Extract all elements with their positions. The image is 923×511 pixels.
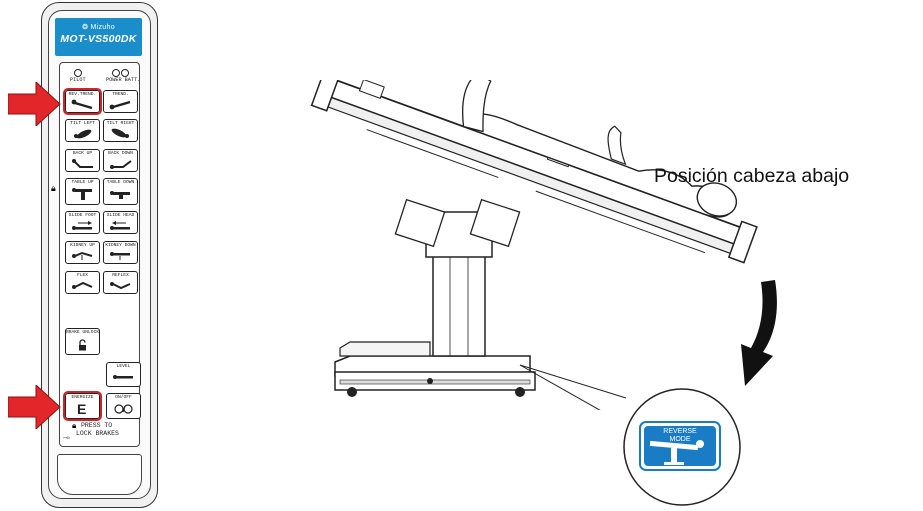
kidney-up-button[interactable]: KIDNEY UP — [65, 241, 100, 264]
table-down-button[interactable]: TABLE DOWN — [103, 178, 138, 205]
flex-button[interactable]: FLEX — [65, 271, 100, 294]
control-panel: PILOT POWER BATT. REV.TREND. TREND. TILT… — [51, 62, 141, 447]
flex-label: FLEX — [76, 273, 89, 278]
tilt-left-button[interactable]: TILT LEFT — [65, 119, 100, 142]
brand-plate: ❂ Mizuho MOT-VS500DK — [55, 18, 142, 56]
back-down-icon — [110, 160, 132, 169]
lock-icon: 🔒︎ — [51, 183, 56, 193]
table-up-label: TABLE UP — [71, 180, 94, 185]
brand-name: ❂ Mizuho — [82, 24, 115, 31]
tilt-left-icon — [74, 129, 92, 139]
slide-head-icon — [110, 221, 130, 230]
back-up-label: BACK UP — [72, 151, 93, 156]
trend-button[interactable]: TREND. — [103, 90, 138, 113]
slide-head-label: SLIDE HEAD — [106, 213, 135, 218]
lock-note-line2: LOCK BRAKES — [76, 430, 119, 437]
tilt-right-label: TILT RIGHT — [106, 121, 135, 126]
reflex-button[interactable]: REFLEX — [103, 271, 138, 294]
patient-arm — [607, 125, 627, 166]
back-down-label: BACK DOWN — [108, 151, 133, 156]
tabletop — [310, 80, 758, 264]
patient-feet — [461, 80, 492, 133]
level-label: LEVEL — [116, 364, 131, 369]
remote-pendant: ❂ Mizuho MOT-VS500DK PILOT POWER BATT. R… — [41, 2, 158, 508]
power-led-icon — [112, 69, 120, 77]
on-off-label: ON/OFF — [115, 395, 132, 400]
reverse-mode-callout — [623, 388, 741, 506]
badge-line1: REVERSE — [663, 428, 697, 435]
lock-note-line1: PRESS TO — [81, 422, 113, 429]
level-button[interactable]: LEVEL — [106, 362, 141, 387]
power-batt-label: POWER BATT. — [106, 77, 141, 83]
table-down-icon — [110, 191, 130, 199]
table-up-button[interactable]: TABLE UP — [65, 178, 100, 205]
energize-label: ENERGIZE — [71, 395, 94, 400]
reverse-trendelenburg-icon — [71, 99, 93, 110]
slide-foot-icon — [72, 221, 92, 230]
badge-line2: MODE — [669, 435, 691, 443]
brake-unlock-label: BRAKE UNLOCK — [66, 330, 100, 335]
small-mark: ⊶⊟ — [63, 437, 70, 441]
batt-led-icon — [121, 69, 129, 77]
reflex-icon — [110, 282, 131, 290]
trendelenburg-icon — [109, 100, 131, 110]
trend-label: TREND. — [112, 92, 129, 97]
kidney-down-label: KIDNEY DOWN — [105, 243, 136, 248]
slide-head-button[interactable]: SLIDE HEAD — [103, 211, 138, 234]
rev-trend-button[interactable]: REV.TREND. — [63, 88, 102, 115]
lock-note-icon: 🔒︎ — [72, 421, 77, 430]
kidney-down-button[interactable]: KIDNEY DOWN — [103, 241, 138, 264]
table-down-label: TABLE DOWN — [106, 180, 135, 185]
pilot-label: PILOT — [70, 77, 86, 83]
reverse-mode-badge: REVERSE MODE — [644, 428, 716, 443]
red-arrow-energize-icon — [8, 385, 61, 429]
pendant-bottom-window — [57, 454, 142, 495]
table-column — [394, 198, 521, 357]
level-icon — [113, 375, 133, 379]
tilt-down-arrow-icon — [741, 280, 777, 386]
power-icon — [114, 404, 133, 414]
on-off-button[interactable]: ON/OFF — [106, 393, 141, 419]
kidney-down-icon — [110, 252, 130, 260]
back-up-icon — [72, 159, 93, 168]
table-up-icon — [72, 188, 92, 200]
slide-foot-label: SLIDE FOOT — [68, 213, 97, 218]
back-down-button[interactable]: BACK DOWN — [103, 149, 138, 172]
slide-foot-button[interactable]: SLIDE FOOT — [65, 211, 100, 234]
kidney-up-label: KIDNEY UP — [70, 243, 95, 248]
energize-glyph: E — [77, 401, 87, 417]
brake-unlock-button[interactable]: BRAKE UNLOCK — [65, 328, 100, 355]
patient-head — [696, 182, 738, 217]
tilt-right-icon — [111, 128, 129, 138]
flex-icon — [72, 281, 93, 289]
back-up-button[interactable]: BACK UP — [65, 149, 100, 172]
unlock-icon — [79, 339, 86, 351]
red-arrow-rev-trend-icon — [8, 82, 61, 126]
position-caption: Posición cabeza abajo — [654, 165, 850, 187]
pilot-led-icon — [74, 69, 82, 77]
model-name: MOT-VS500DK — [60, 33, 137, 45]
rev-trend-label: REV.TREND. — [68, 92, 97, 97]
kidney-up-icon — [72, 251, 93, 260]
tilt-right-button[interactable]: TILT RIGHT — [103, 119, 138, 142]
table-base — [334, 341, 536, 397]
operating-table-illustration — [310, 80, 758, 410]
tilt-left-label: TILT LEFT — [70, 121, 95, 126]
energize-button[interactable]: ENERGIZE E — [63, 391, 102, 421]
reflex-label: REFLEX — [112, 273, 129, 278]
